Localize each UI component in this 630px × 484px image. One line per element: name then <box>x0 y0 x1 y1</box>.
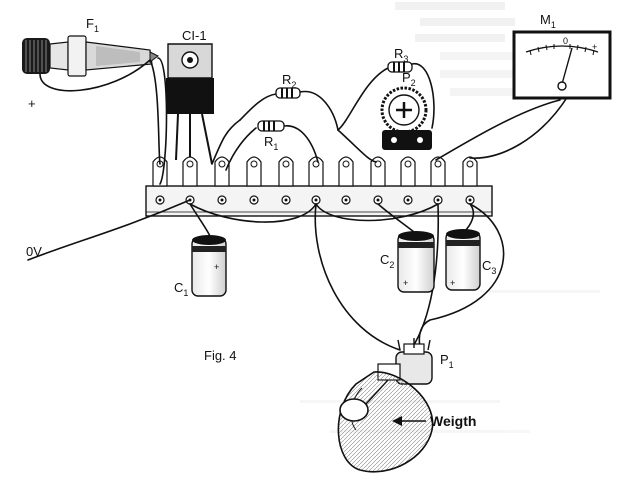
r2-label: R2 <box>282 72 296 90</box>
weight-label: Weigth <box>430 413 476 429</box>
terminal-lug <box>278 156 294 205</box>
meter-scale-zero: 0 <box>563 36 568 46</box>
terminal-lug <box>462 156 478 205</box>
resistor-r2 <box>275 87 301 99</box>
capacitor-c2 <box>397 231 435 293</box>
terminal-strip <box>145 156 493 217</box>
panel-meter <box>512 30 612 100</box>
resistor-r3 <box>387 61 413 73</box>
meter-label: M1 <box>540 12 556 30</box>
c1-plus-sign: + <box>214 262 219 272</box>
supply-plus-sign: + <box>28 96 36 111</box>
terminal-lug <box>370 156 386 205</box>
figure-caption: Fig. 4 <box>204 348 237 363</box>
resistor-r1 <box>257 120 285 132</box>
weight-arrow <box>392 416 426 426</box>
fuse-holder <box>22 35 159 77</box>
terminal-lug <box>430 156 446 205</box>
c2-label: C2 <box>380 252 394 270</box>
r3-label: R3 <box>394 46 408 64</box>
c1-label: C1 <box>174 280 188 298</box>
terminal-lug <box>338 156 354 205</box>
terminal-lug <box>308 156 324 205</box>
terminal-lug <box>214 156 230 205</box>
voltage-regulator <box>166 43 214 165</box>
fuse-label: F1 <box>86 16 99 34</box>
terminal-lug <box>400 156 416 205</box>
pendulum-weight <box>337 371 434 473</box>
wiring <box>27 57 569 351</box>
terminal-lug <box>182 156 198 205</box>
potentiometer-p1 <box>377 338 433 385</box>
p2-label: P2 <box>402 70 416 88</box>
regulator-label: CI-1 <box>182 28 207 43</box>
c3-label: C3 <box>482 258 496 276</box>
terminal-lug <box>246 156 262 205</box>
capacitor-c1 <box>191 235 227 297</box>
c2-plus-sign: + <box>403 278 408 288</box>
p1-label: P1 <box>440 352 454 370</box>
trimmer-p2 <box>380 86 432 150</box>
capacitor-c3 <box>445 229 481 291</box>
ground-label: 0V <box>26 244 42 259</box>
r1-label: R1 <box>264 134 278 152</box>
meter-plus-sign: + <box>592 42 597 52</box>
c3-plus-sign: + <box>450 278 455 288</box>
